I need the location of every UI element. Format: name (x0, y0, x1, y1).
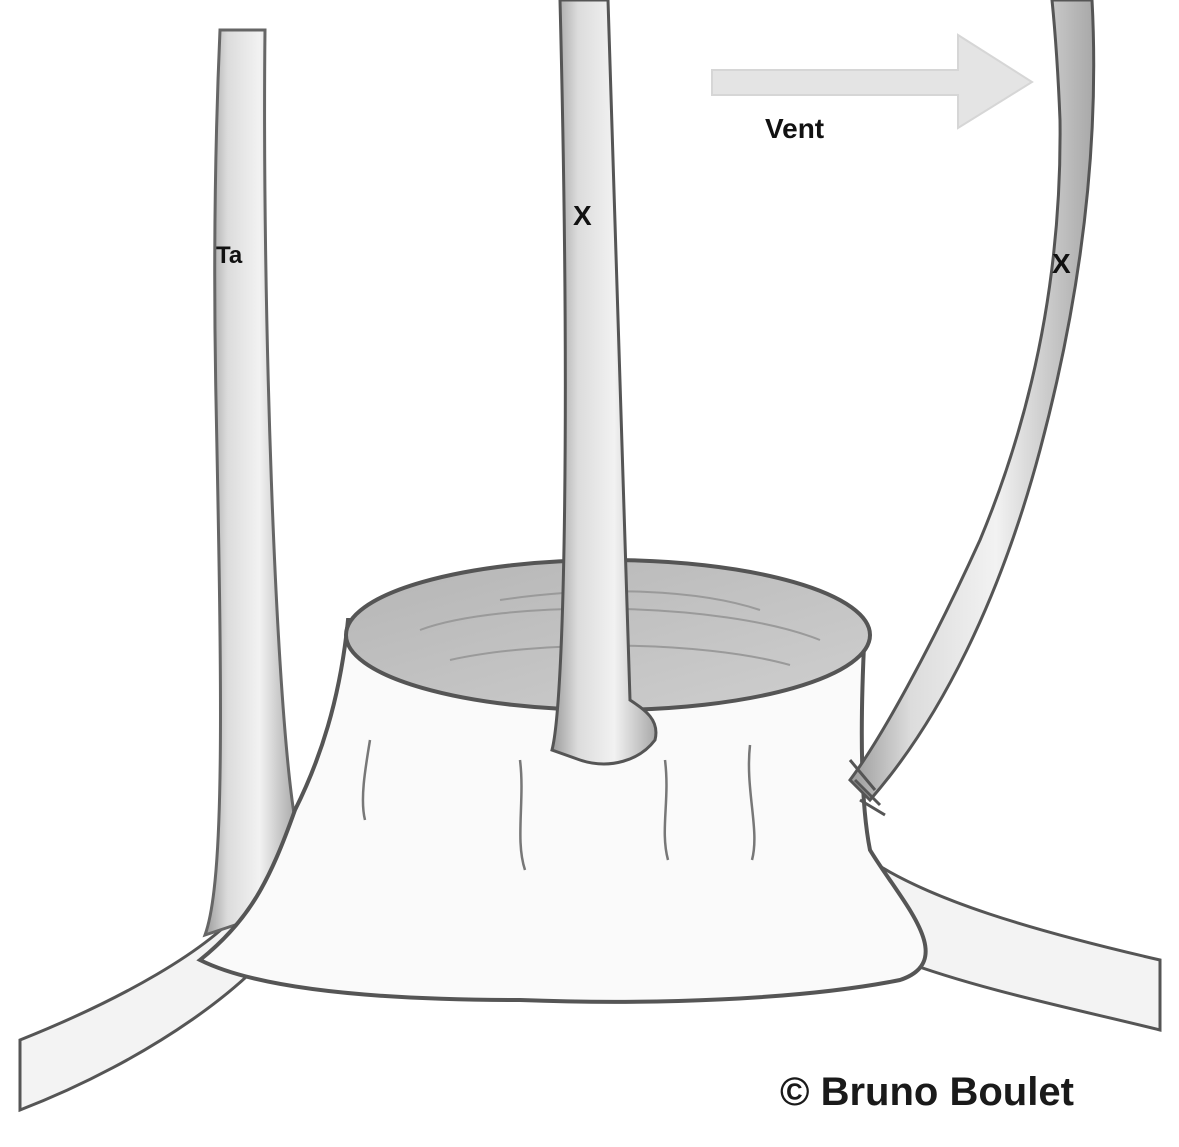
left-shoot (205, 30, 296, 935)
copyright-notice: © Bruno Boulet (780, 1070, 1074, 1115)
wind-arrow (712, 35, 1032, 128)
label-center-x: X (573, 200, 592, 232)
label-right-x: X (1052, 248, 1071, 280)
label-vent: Vent (765, 113, 824, 145)
label-ta: Ta (216, 242, 242, 270)
